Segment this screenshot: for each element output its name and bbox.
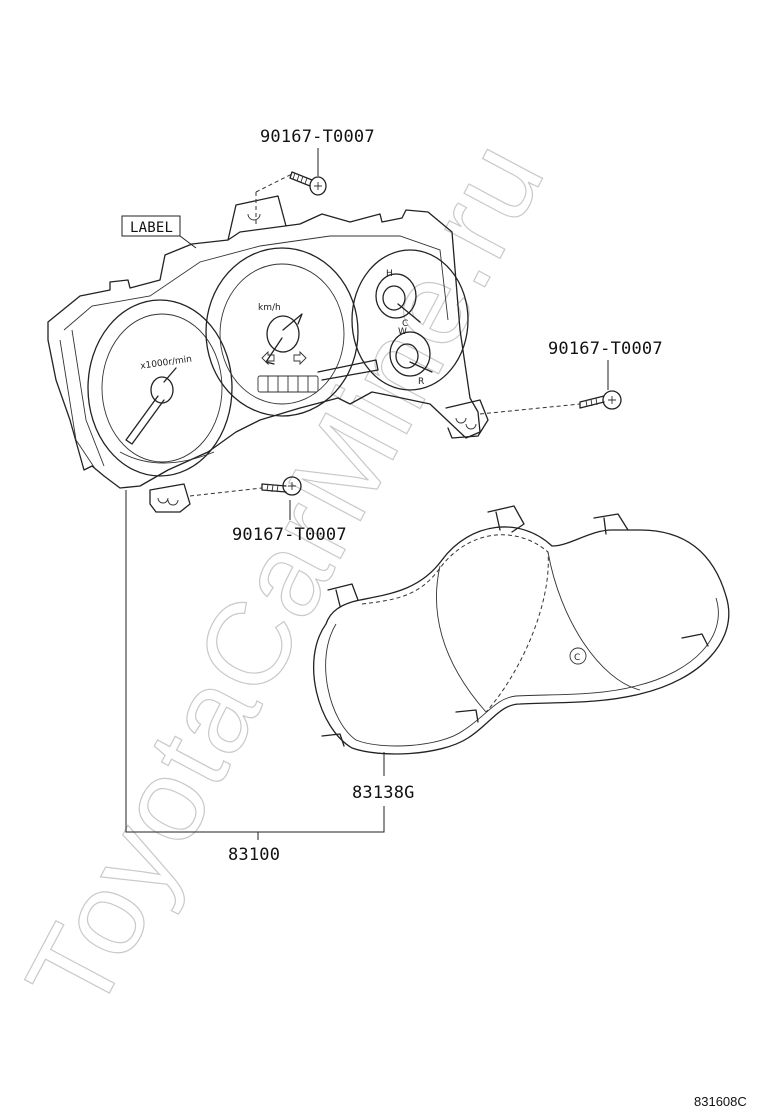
part-number-screw-right: 90167-T0007 (548, 339, 663, 359)
watermark: ToyotaCarMine.ru (1, 120, 570, 1032)
leader-label (179, 235, 197, 249)
screw-right-guide (479, 403, 581, 415)
screw-top-guide (255, 173, 293, 226)
fuel-full-mark: W (398, 327, 407, 337)
lens-mark: C (574, 653, 580, 663)
screw-bottom (261, 476, 302, 496)
diagram-code: 831608C (694, 1094, 747, 1109)
screw-right (579, 390, 622, 410)
screw-top (289, 171, 327, 196)
label-tag-text: LABEL (130, 220, 173, 236)
fuel-empty-mark: R (418, 377, 424, 387)
temp-high-mark: H (386, 269, 393, 279)
part-number-screw-bottom: 90167-T0007 (232, 525, 347, 545)
label-tag: LABEL (121, 215, 181, 237)
part-number-screw-top: 90167-T0007 (260, 127, 375, 147)
tacho-unit: x1000r/min (140, 355, 193, 372)
part-number-lens: 83138G (352, 783, 415, 803)
screw-bottom-guide (189, 487, 263, 497)
speedo-unit: km/h (258, 303, 281, 313)
part-number-assembly: 83100 (228, 845, 280, 865)
assembly-bracket (125, 490, 385, 840)
meter-lens: C (313, 505, 730, 755)
temp-low-mark: C (402, 319, 408, 329)
